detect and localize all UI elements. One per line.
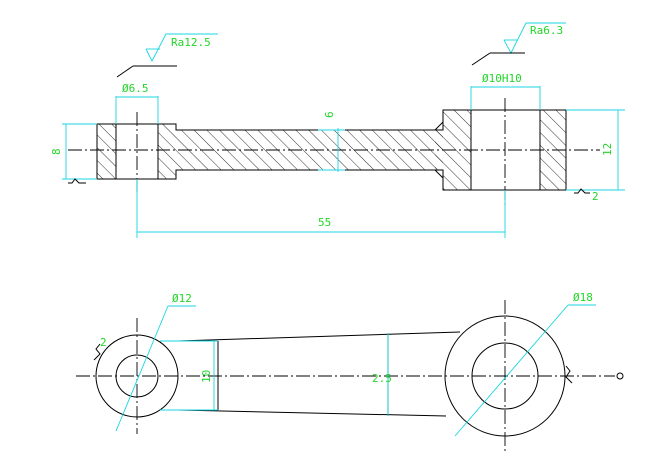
dim-rod-thickness: 6	[318, 111, 345, 172]
dim-rod-width-left: 10	[160, 340, 218, 411]
right-boss-outer	[444, 315, 566, 437]
right-boss-hole	[471, 342, 539, 410]
dim-height-left: 8	[50, 123, 97, 180]
roughness-text-left: Ra12.5	[171, 36, 211, 49]
left-boss-hatch-right	[158, 124, 176, 179]
flatness-mark-top-right	[565, 365, 573, 384]
leader-text-left-boss: Ø12	[172, 292, 192, 305]
dim-text-small-hole: Ø6.5	[122, 82, 149, 95]
dim-text-rod-width-right: 2.5	[372, 372, 392, 385]
flatness-mark-top-left: 2	[93, 336, 107, 361]
flatness-mark-left	[68, 178, 86, 184]
left-boss-hatch-left	[97, 124, 116, 179]
dim-big-hole: Ø10H10	[470, 72, 541, 110]
dim-height-right: 12	[566, 109, 625, 191]
flatness-mark-right: 2	[574, 188, 599, 203]
dim-rod-width-right: 2.5	[372, 333, 392, 416]
rod-lower-edge	[177, 409, 447, 417]
dim-text-height-left: 8	[50, 148, 63, 155]
dim-small-hole: Ø6.5	[115, 82, 159, 124]
dim-center-distance: 55	[136, 179, 506, 238]
rod-hatch	[176, 130, 443, 170]
leader-text-right-boss: Ø18	[573, 291, 593, 304]
dim-text-big-hole: Ø10H10	[482, 72, 522, 85]
dim-text-center-distance: 55	[318, 216, 331, 229]
flatness-text-right: 2	[592, 190, 599, 203]
front-view: 8 12 6 Ø6.5 Ø10H10	[50, 22, 625, 238]
left-boss-hole	[115, 354, 159, 398]
roughness-text-right: Ra6.3	[530, 24, 563, 37]
roughness-symbol-right: Ra6.3	[471, 22, 566, 66]
dim-text-rod-width-left: 10	[200, 370, 213, 383]
leader-left-boss: Ø12	[115, 292, 196, 432]
rod-upper-edge	[177, 331, 461, 342]
dim-text-height-right: 12	[601, 143, 614, 156]
axis-end-point	[616, 372, 624, 380]
left-boss-outer	[95, 334, 179, 418]
flatness-text-top-left: 2	[100, 336, 107, 349]
top-view: 10 2.5 Ø12 Ø18 2	[76, 291, 624, 452]
leader-right-boss: Ø18	[454, 291, 596, 437]
dim-text-rod-thickness: 6	[323, 111, 336, 118]
roughness-symbol-left: Ra12.5	[116, 33, 218, 78]
